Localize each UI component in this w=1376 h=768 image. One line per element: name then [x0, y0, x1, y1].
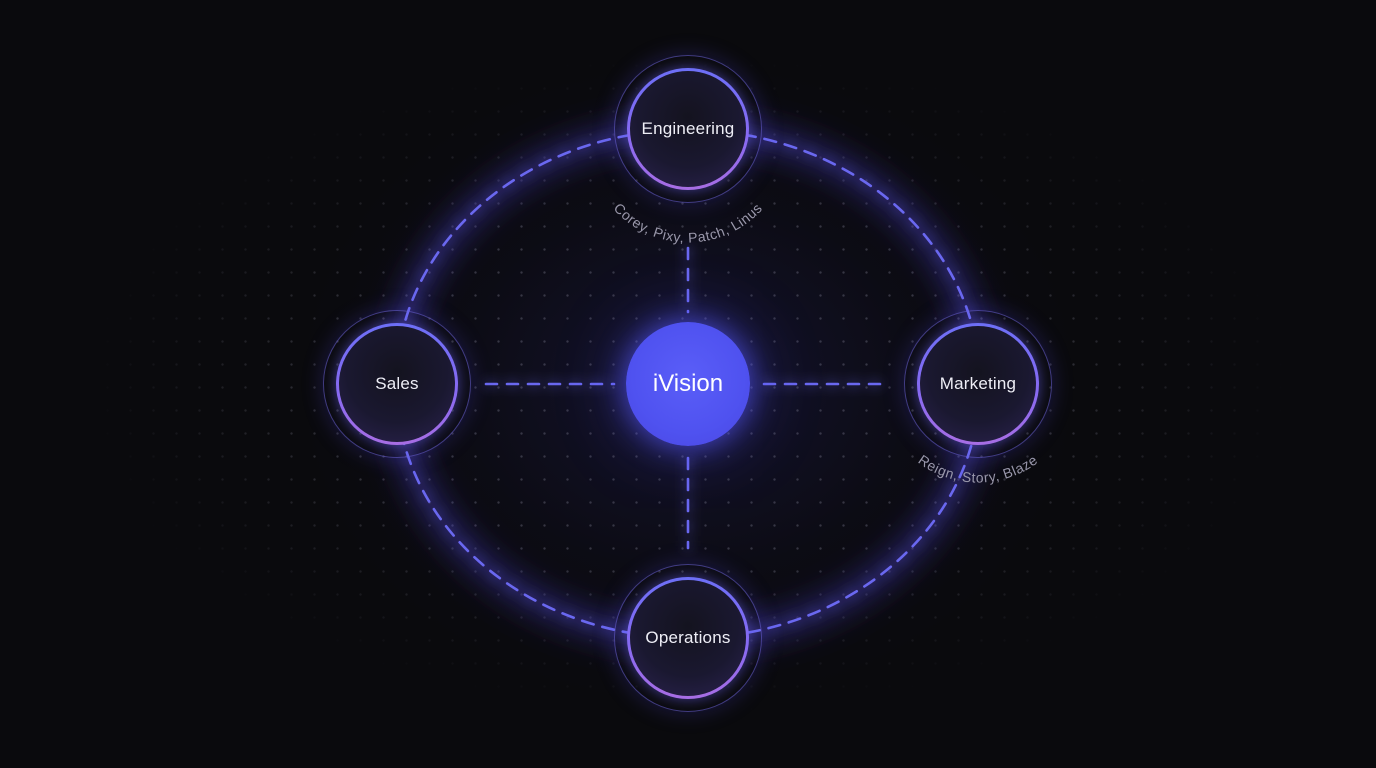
engineering-members: Corey, Pixy, Patch, Linus: [611, 200, 765, 246]
node-label: Operations: [645, 628, 731, 647]
node-engineering[interactable]: Engineering: [614, 55, 762, 203]
node-label: Marketing: [939, 374, 1017, 393]
node-label: Engineering: [641, 119, 735, 138]
node-ring: Operations: [627, 577, 749, 699]
hub-label: iVision: [652, 370, 724, 397]
hub-node-ivision[interactable]: iVision: [626, 322, 750, 446]
node-ring: Sales: [336, 323, 458, 445]
node-marketing[interactable]: Marketing: [904, 310, 1052, 458]
node-ring: Engineering: [627, 68, 749, 190]
node-ring: Marketing: [917, 323, 1039, 445]
node-sales[interactable]: Sales: [323, 310, 471, 458]
node-label: Sales: [375, 374, 419, 393]
node-operations[interactable]: Operations: [614, 564, 762, 712]
